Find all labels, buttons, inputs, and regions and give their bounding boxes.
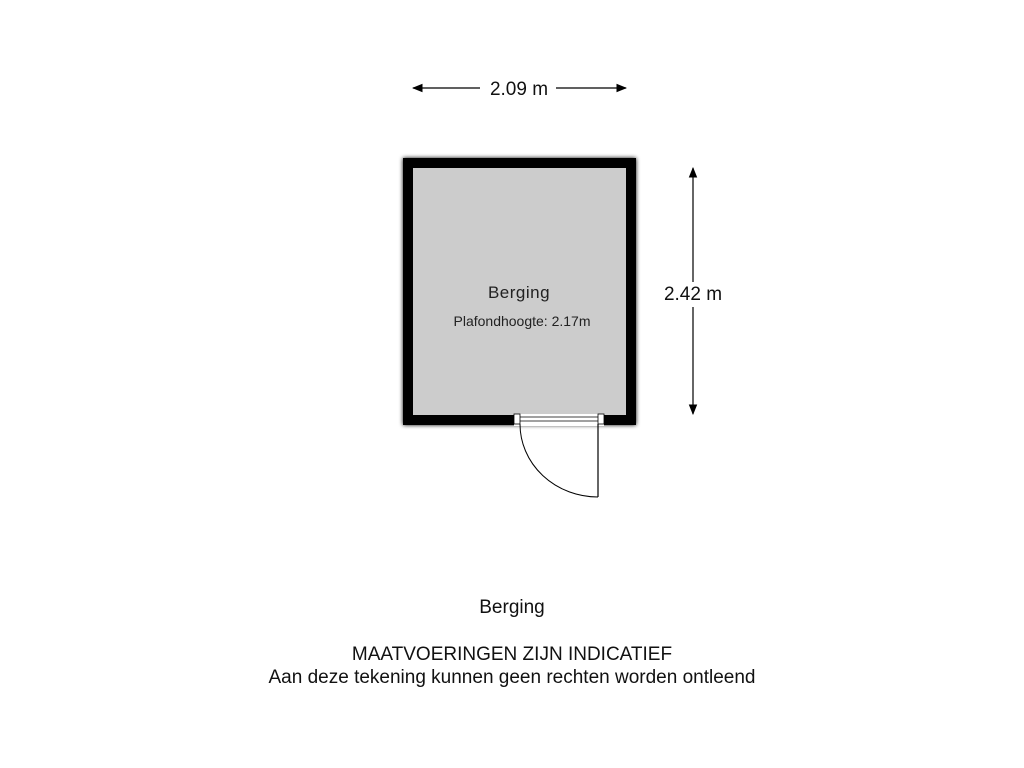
height-dimension: 2.42 m — [659, 166, 727, 416]
disclaimer-line-1: MAATVOERINGEN ZIJN INDICATIEF — [351, 644, 673, 665]
width-dimension: 2.09 m — [411, 79, 628, 100]
door-frame-right — [597, 413, 605, 425]
door-opening — [514, 414, 604, 426]
height-label: 2.42 m — [664, 284, 722, 305]
height-label-background — [659, 282, 727, 307]
room-floor — [413, 168, 626, 415]
drawing-title: Berging — [479, 597, 545, 618]
door — [513, 413, 605, 498]
door-frame-left — [513, 413, 521, 425]
room-berging: Berging Plafondhoogte: 2.17m — [403, 158, 636, 425]
disclaimer: MAATVOERINGEN ZIJN INDICATIEF Aan deze t… — [0, 643, 1024, 689]
room-ceiling-height: Plafondhoogte: 2.17m — [454, 313, 591, 329]
door-swing-arc — [519, 423, 599, 498]
width-label: 2.09 m — [490, 79, 548, 100]
room-name: Berging — [488, 283, 550, 302]
disclaimer-line-2: Aan deze tekening kunnen geen rechten wo… — [268, 667, 756, 688]
